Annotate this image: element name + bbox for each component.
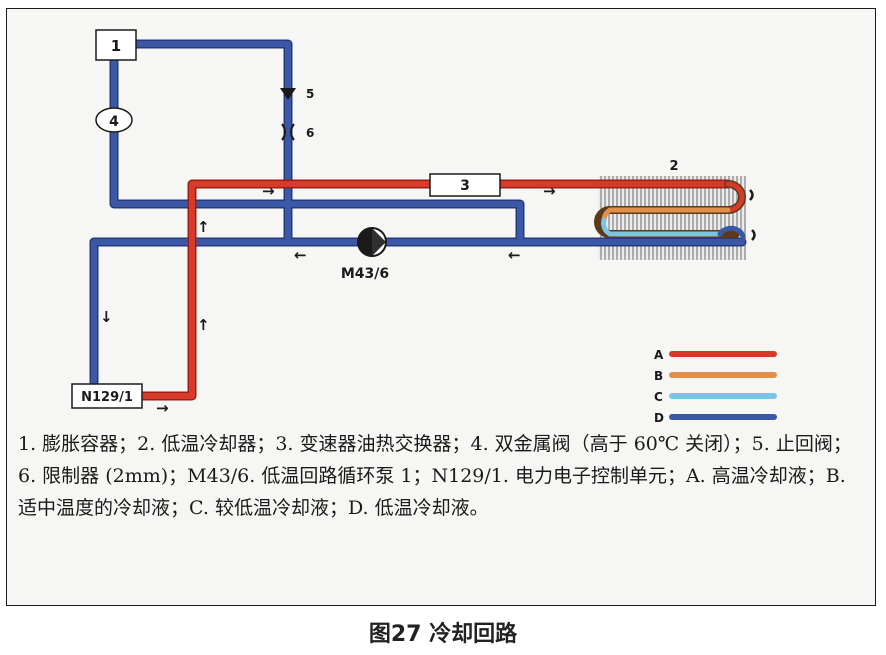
flow-arrow-right-icon: → (543, 182, 556, 200)
legend-key-a: A (654, 348, 664, 362)
figure-frame (6, 8, 876, 606)
flow-arrow-right-icon: → (156, 399, 169, 417)
flow-mark-icon (749, 189, 754, 201)
ecu-box (71, 383, 143, 409)
flow-arrow-down-icon: ↓ (100, 308, 113, 326)
expansion-tank-label: 1 (111, 37, 121, 55)
flow-arrow-up-icon: ↑ (197, 316, 210, 334)
check-valve-label: 5 (306, 87, 314, 101)
expansion-tank-box (95, 29, 137, 61)
flow-arrow-up-icon: ↑ (197, 218, 210, 236)
restrictor-label: 6 (306, 126, 314, 140)
pump-icon (357, 227, 387, 257)
legend: A B C D (654, 348, 777, 425)
check-valve-icon (280, 88, 296, 100)
flow-arrow-left-icon: ← (508, 246, 521, 264)
flow-mark-icon (751, 229, 756, 241)
legend-key-d: D (654, 411, 664, 425)
low-temp-cooler-label: 2 (669, 159, 678, 174)
flow-arrow-right-icon: → (262, 182, 275, 200)
pump-label: M43/6 (341, 266, 389, 282)
figure-title: 图27 冷却回路 (368, 622, 518, 647)
figure-caption: 1. 膨胀容器；2. 低温冷却器；3. 变速器油热交换器；4. 双金属阀（高于 … (18, 433, 852, 519)
bimetal-valve-symbol (95, 107, 133, 133)
restrictor-icon (281, 123, 295, 141)
legend-key-c: C (654, 390, 663, 404)
heat-exchanger-box (429, 173, 501, 197)
high-temp-pipes (135, 179, 733, 401)
ecu-label: N129/1 (81, 390, 133, 405)
low-temp-pipes (89, 39, 747, 387)
bimetal-valve-label: 4 (109, 114, 119, 130)
heat-exchanger-label: 3 (460, 178, 470, 194)
legend-key-b: B (654, 369, 663, 383)
flow-arrow-left-icon: ← (294, 246, 307, 264)
radiator-fins (598, 176, 746, 260)
radiator-coil (594, 180, 746, 245)
